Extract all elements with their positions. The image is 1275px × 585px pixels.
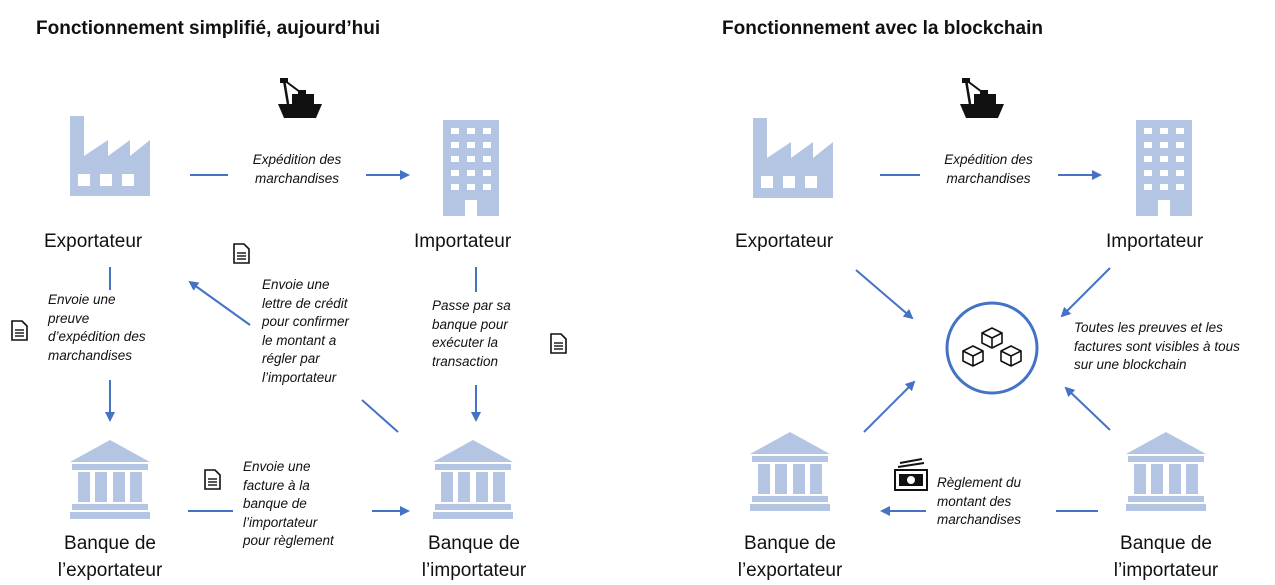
ship-icon (958, 76, 1006, 120)
arrows-to-blockchain (855, 267, 1111, 433)
factory-icon (70, 116, 150, 196)
document-icon (204, 469, 221, 490)
building-icon (1136, 120, 1192, 216)
document-icon (11, 320, 28, 341)
bank-icon (1126, 432, 1206, 511)
bank-icon (750, 432, 830, 511)
left-title: Fonctionnement simplifié, aujourd’hui (36, 18, 381, 39)
left-importateur-label: Importateur (414, 231, 512, 252)
right-exportateur-label: Exportateur (735, 231, 834, 252)
right-importateur-label: Importateur (1106, 231, 1204, 252)
money-icon (894, 458, 928, 491)
bank-icon (433, 440, 513, 519)
blockchain-icon (945, 301, 1039, 395)
building-icon (443, 120, 499, 216)
factory-icon (753, 118, 833, 198)
bank-icon (70, 440, 150, 519)
ship-icon (276, 76, 324, 120)
document-icon (233, 243, 250, 264)
right-title: Fonctionnement avec la blockchain (722, 18, 1043, 39)
document-icon (550, 333, 567, 354)
arrow-lettre (188, 280, 399, 433)
left-exportateur-label: Exportateur (44, 231, 143, 252)
